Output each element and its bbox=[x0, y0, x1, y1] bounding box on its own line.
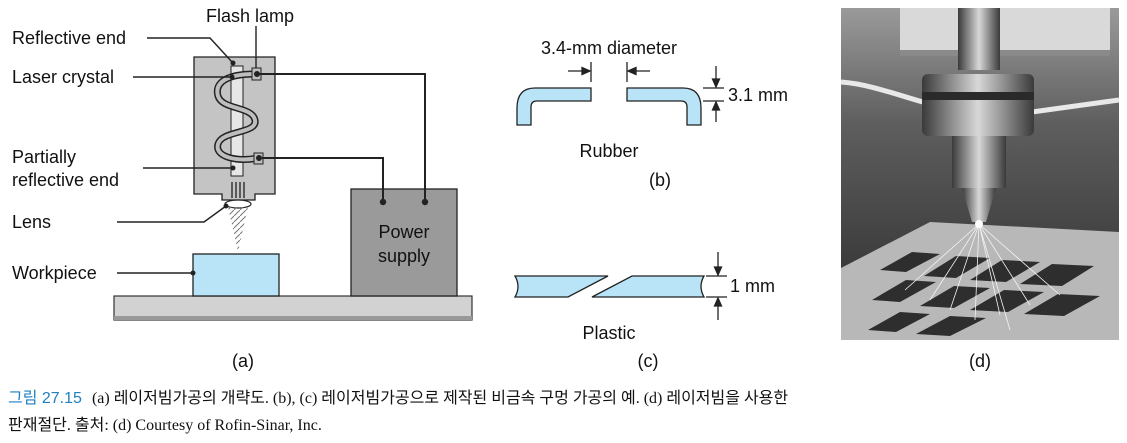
photo-column bbox=[958, 8, 1000, 70]
diameter-dimension bbox=[568, 62, 650, 82]
label-laser-crystal: Laser crystal bbox=[12, 67, 114, 87]
leader-dot-partial bbox=[230, 165, 236, 171]
panel-a-laser-schematic: Power supply bbox=[12, 6, 473, 371]
leader-dot-reflective bbox=[230, 60, 236, 66]
workpiece-block bbox=[192, 253, 280, 297]
label-partially-line1: Partially bbox=[12, 147, 76, 167]
photo-hose-left bbox=[840, 79, 931, 107]
label-workpiece: Workpiece bbox=[12, 263, 97, 283]
power-supply-box bbox=[350, 188, 458, 297]
photo-sparks bbox=[904, 223, 1061, 331]
photo-clamp-band bbox=[922, 92, 1034, 100]
lamp-wiring bbox=[259, 73, 426, 200]
photo-clamp-ring bbox=[922, 74, 1034, 136]
caption-line-1: 그림 27.15 (a) 레이저빔가공의 개략도. (b), (c) 레이저빔가공… bbox=[8, 385, 1118, 412]
caption-text-1: (a) 레이저빔가공의 개략도. (b), (c) 레이저빔가공으로 제작된 비… bbox=[91, 390, 789, 407]
plastic-sheet-left bbox=[513, 275, 609, 298]
focused-beam-cone bbox=[228, 207, 248, 252]
panel-a-label: (a) bbox=[232, 351, 254, 371]
photo-cut-slots bbox=[868, 252, 1100, 336]
photo-machine-top-shadow bbox=[900, 50, 1110, 56]
panel-d-cutting-photo: (d) bbox=[840, 8, 1120, 371]
photo-hose-right bbox=[1031, 97, 1120, 115]
photo-nozzle-tip bbox=[962, 188, 996, 222]
rubber-part-left bbox=[516, 87, 592, 126]
rubber-material-label: Rubber bbox=[579, 141, 638, 161]
plastic-material-label: Plastic bbox=[582, 323, 635, 343]
label-lens: Lens bbox=[12, 212, 51, 232]
figure-number: 그림 27.15 bbox=[8, 390, 82, 407]
wire-dot-ps-right bbox=[421, 198, 429, 206]
wire-dot-ps-left bbox=[379, 198, 387, 206]
leader-dot-workpiece bbox=[190, 270, 196, 276]
label-partially-line2: reflective end bbox=[12, 170, 119, 190]
plastic-sheet-right bbox=[591, 275, 706, 298]
rubber-thickness-label: 3.1 mm bbox=[728, 85, 788, 105]
panel-b-rubber-part: 3.4-mm diameter 3.1 mm Rubber (b) bbox=[516, 38, 788, 190]
wire-dot-bottom-lamp bbox=[256, 155, 262, 161]
plastic-thickness-dimension bbox=[706, 252, 727, 320]
label-reflective-end: Reflective end bbox=[12, 28, 126, 48]
panel-c-plastic-part: 1 mm Plastic (c) bbox=[513, 252, 775, 371]
photo-nozzle-body bbox=[952, 136, 1006, 188]
plastic-thickness-label: 1 mm bbox=[730, 276, 775, 296]
leader-dot-lens bbox=[223, 203, 229, 209]
figure-caption: 그림 27.15 (a) 레이저빔가공의 개략도. (b), (c) 레이저빔가공… bbox=[8, 385, 1118, 439]
flash-lamp-coil-inner bbox=[215, 72, 259, 162]
laser-beam-lines bbox=[231, 182, 245, 198]
power-supply-label-line2: supply bbox=[378, 246, 430, 266]
focusing-lens bbox=[224, 199, 252, 209]
laser-crystal-rod bbox=[230, 65, 244, 177]
power-supply-label-line1: Power bbox=[378, 222, 429, 242]
diameter-label: 3.4-mm diameter bbox=[541, 38, 677, 58]
photo-cut-spark-point bbox=[975, 220, 983, 228]
leader-dot-crystal bbox=[229, 74, 235, 80]
caption-line-2: 판재절단. 출처: (d) Courtesy of Rofin-Sinar, I… bbox=[8, 417, 322, 434]
panel-b-label: (b) bbox=[649, 170, 671, 190]
photo-machine-top bbox=[900, 8, 1110, 56]
rubber-thickness-dimension bbox=[703, 66, 724, 122]
label-flash-lamp: Flash lamp bbox=[206, 6, 294, 26]
panel-a-leaders bbox=[117, 26, 257, 274]
rubber-part-right bbox=[626, 87, 702, 126]
wire-dot-top-lamp bbox=[254, 71, 260, 77]
panel-d-label: (d) bbox=[969, 351, 991, 371]
panel-c-label: (c) bbox=[638, 351, 659, 371]
machine-base-edge bbox=[114, 316, 472, 320]
